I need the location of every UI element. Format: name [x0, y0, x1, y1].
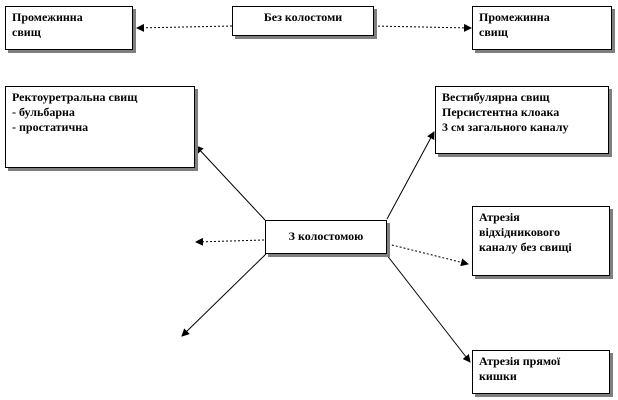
box-perineal-fistula-left: Промежинна свищ	[5, 6, 133, 50]
box-label: Атрезія прямої кишки	[479, 354, 561, 383]
arrow-to-perineal-left	[136, 23, 233, 32]
arrow-to-left	[195, 237, 265, 246]
box-label: Без колостоми	[263, 10, 343, 24]
box-without-colostomy: Без колостоми	[232, 6, 374, 36]
box-rectourethral-fistula: Ректоуретральна свищ - бульбарна - прост…	[5, 86, 195, 168]
box-label: Промежинна свищ	[479, 10, 550, 39]
box-label: Вестибулярна свищ Персистентна клоака 3 …	[442, 90, 569, 134]
arrow-to-rectourethral	[195, 145, 266, 221]
box-label: Атрезія відхідникового каналу без свищі	[479, 210, 572, 254]
box-rectal-atresia: Атрезія прямої кишки	[472, 350, 610, 394]
arrow-to-anal-atresia	[387, 243, 469, 267]
box-with-colostomy: З колостомою	[265, 220, 387, 254]
arrow-to-lower-left	[181, 253, 267, 337]
arrow-to-vestibular	[386, 131, 435, 220]
arrow-to-perineal-right	[373, 23, 472, 32]
box-label: З колостомою	[288, 229, 364, 243]
box-label: Ректоуретральна свищ - бульбарна - прост…	[12, 90, 138, 134]
box-label: Промежинна свищ	[12, 10, 83, 39]
box-anal-atresia: Атрезія відхідникового каналу без свищі	[472, 206, 610, 276]
box-vestibular-fistula: Вестибулярна свищ Персистентна клоака 3 …	[435, 86, 609, 154]
box-perineal-fistula-right: Промежинна свищ	[472, 6, 612, 50]
arrow-to-rectal-atresia	[385, 253, 471, 363]
